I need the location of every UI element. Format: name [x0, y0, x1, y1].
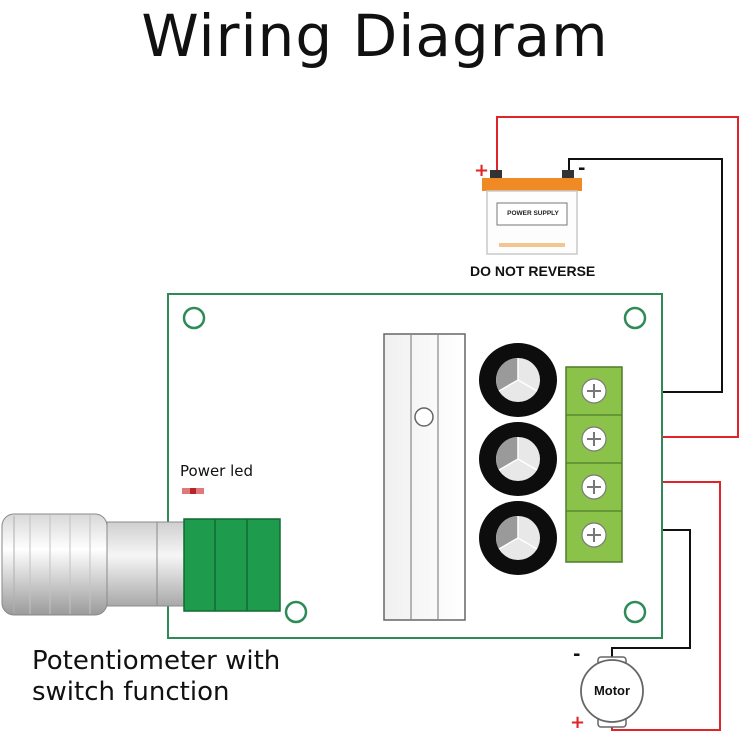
potentiometer-label: Potentiometer with switch function — [32, 646, 280, 708]
mounting-hole-top-right — [623, 306, 647, 330]
heatsink-screw-hole — [414, 407, 434, 427]
black-wire-supply-negative — [568, 158, 723, 393]
motor-positive-sign: + — [570, 712, 586, 733]
supply-positive-sign: + — [474, 160, 490, 181]
capacitors — [479, 343, 557, 575]
potentiometer-label-line1: Potentiometer with — [32, 646, 281, 676]
terminal-block — [565, 366, 623, 563]
power-supply-battery — [482, 170, 582, 255]
mounting-hole-bottom-left — [284, 600, 308, 624]
do-not-reverse-label: DO NOT REVERSE — [470, 263, 596, 279]
power-led-label: Power led — [180, 462, 254, 480]
wires — [496, 116, 739, 731]
black-wire-motor-negative — [611, 529, 691, 660]
potentiometer-body — [183, 518, 281, 612]
heatsink — [383, 333, 466, 621]
power-led — [182, 488, 204, 494]
power-supply-label: POWER SUPPLY — [507, 210, 559, 217]
potentiometer-label-line2: switch function — [32, 677, 230, 707]
motor — [580, 656, 644, 728]
page-title: Wiring Diagram — [141, 2, 609, 70]
terminal-screw-1 — [581, 378, 607, 404]
motor-label: Motor — [593, 683, 631, 698]
capacitor-1 — [479, 343, 557, 417]
potentiometer-shaft — [106, 521, 158, 607]
capacitor-3 — [479, 501, 557, 575]
potentiometer — [1, 513, 281, 616]
mounting-holes — [182, 306, 647, 624]
terminal-screw-4 — [581, 522, 607, 548]
mounting-hole-top-left — [182, 306, 206, 330]
terminal-screw-2 — [581, 426, 607, 452]
terminal-screw-3 — [581, 474, 607, 500]
red-wire-supply-positive — [496, 116, 739, 438]
supply-negative-sign: - — [578, 158, 586, 179]
motor-negative-sign: - — [573, 644, 581, 665]
capacitor-2 — [479, 422, 557, 496]
mounting-hole-bottom-right — [623, 600, 647, 624]
potentiometer-knob — [1, 513, 108, 616]
